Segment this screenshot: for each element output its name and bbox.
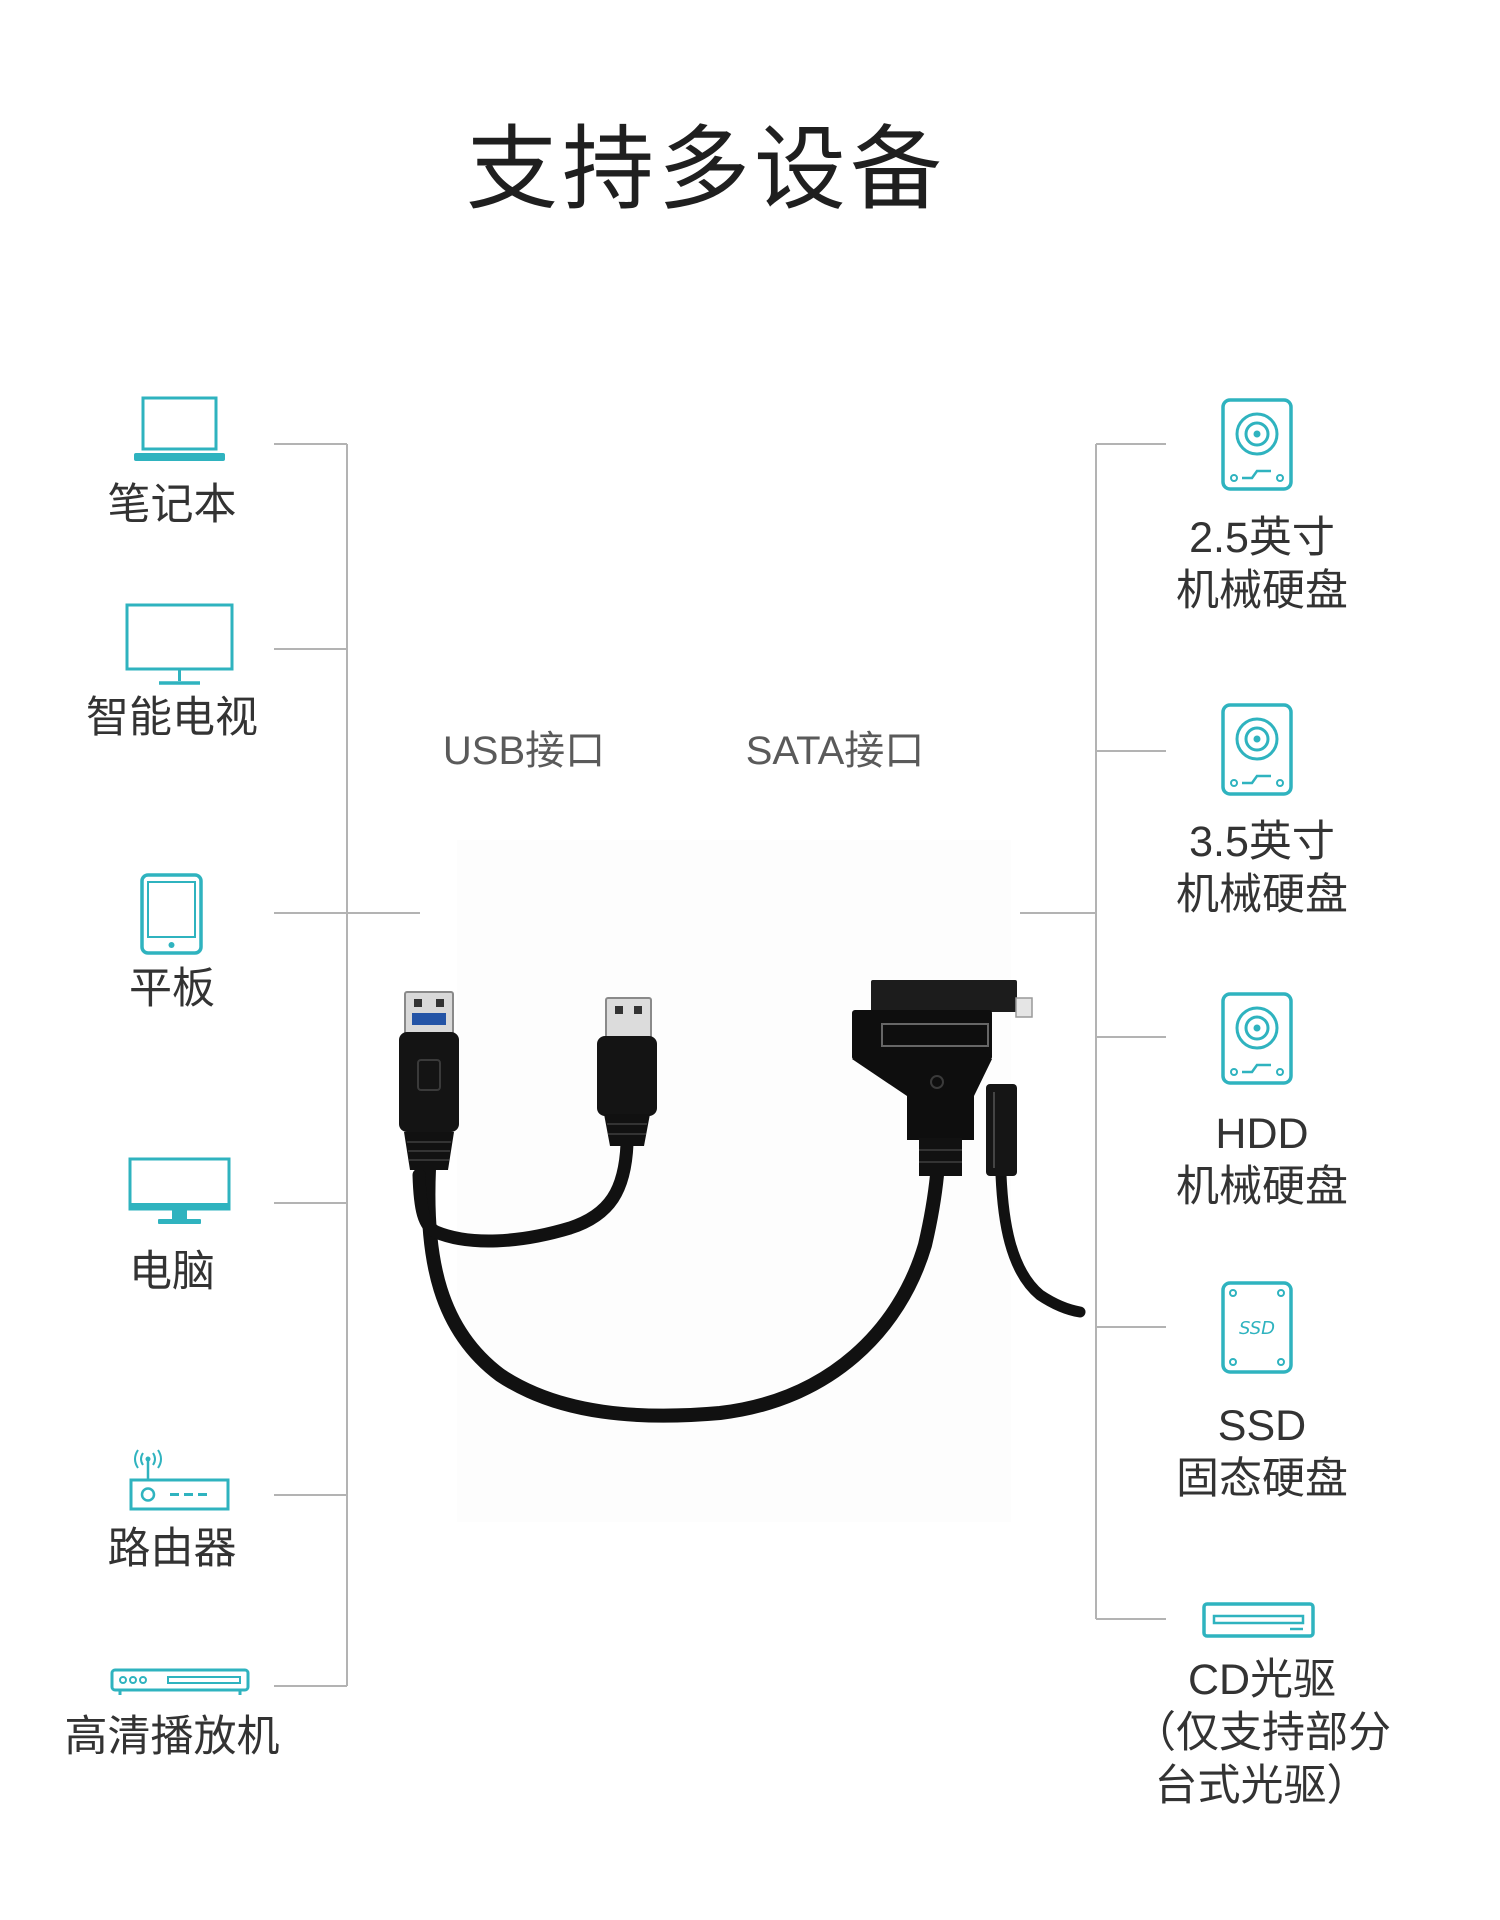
media-player-icon xyxy=(110,1668,250,1695)
usb3-connector xyxy=(399,991,459,1170)
secondary-usb-cable xyxy=(412,1137,634,1248)
device-label-3-5-inch-hdd: 3.5英寸 机械硬盘 xyxy=(1112,816,1412,922)
router-icon xyxy=(129,1449,230,1511)
device-label-line: SSD xyxy=(1217,1402,1307,1450)
right-connector-lines xyxy=(1020,443,1166,1620)
device-label-tablet: 平板 xyxy=(129,965,215,1013)
device-label-hdd: HDD 机械硬盘 xyxy=(1112,1108,1412,1214)
smart-tv-icon xyxy=(125,603,234,685)
device-label-2-5-inch-hdd: 2.5英寸 机械硬盘 xyxy=(1112,512,1412,618)
left-connector-lines xyxy=(274,443,420,1687)
sata-adapter xyxy=(852,980,1033,1176)
hard-disk-icon xyxy=(1221,703,1293,796)
ssd-icon: SSD xyxy=(1221,1281,1293,1374)
usb-interface-label: USB接口 xyxy=(442,729,606,773)
hard-disk-icon xyxy=(1221,992,1293,1085)
usb2-connector xyxy=(597,997,657,1146)
page-title: 支持多设备 xyxy=(465,119,947,221)
device-label-ssd: SSD 固态硬盘 xyxy=(1112,1400,1412,1506)
device-label-line: 2.5英寸 xyxy=(1189,514,1335,562)
device-label-line: 固态硬盘 xyxy=(1176,1455,1348,1503)
ssd-icon-text: SSD xyxy=(1239,1318,1275,1339)
device-label-cd-drive: CD光驱 （仅支持部分 台式光驱） xyxy=(1112,1654,1412,1813)
device-label-line: CD光驱 xyxy=(1187,1656,1337,1704)
device-label-line: 机械硬盘 xyxy=(1176,567,1348,615)
power-cable xyxy=(995,1169,1086,1318)
device-label-media-player: 高清播放机 xyxy=(64,1713,280,1761)
device-label-laptop: 笔记本 xyxy=(107,481,237,529)
device-label-line: 机械硬盘 xyxy=(1176,871,1348,919)
device-label-line: （仅支持部分 xyxy=(1133,1709,1391,1757)
photo-background xyxy=(457,840,1011,1522)
device-label-router: 路由器 xyxy=(107,1525,237,1573)
optical-drive-icon xyxy=(1202,1602,1315,1638)
sata-interface-label: SATA接口 xyxy=(745,729,925,773)
device-label-line: 台式光驱） xyxy=(1154,1762,1370,1810)
device-label-smart-tv: 智能电视 xyxy=(86,694,258,742)
usb-to-sata-cable xyxy=(399,980,1086,1423)
device-label-line: 机械硬盘 xyxy=(1176,1163,1348,1211)
desktop-monitor-icon xyxy=(128,1157,231,1224)
device-label-line: 3.5英寸 xyxy=(1189,818,1335,866)
main-cable xyxy=(421,1162,944,1423)
device-label-desktop: 电脑 xyxy=(129,1248,215,1296)
hard-disk-icon xyxy=(1221,398,1293,491)
laptop-icon xyxy=(134,396,225,461)
tablet-icon xyxy=(140,873,203,955)
device-label-line: HDD xyxy=(1215,1110,1309,1158)
